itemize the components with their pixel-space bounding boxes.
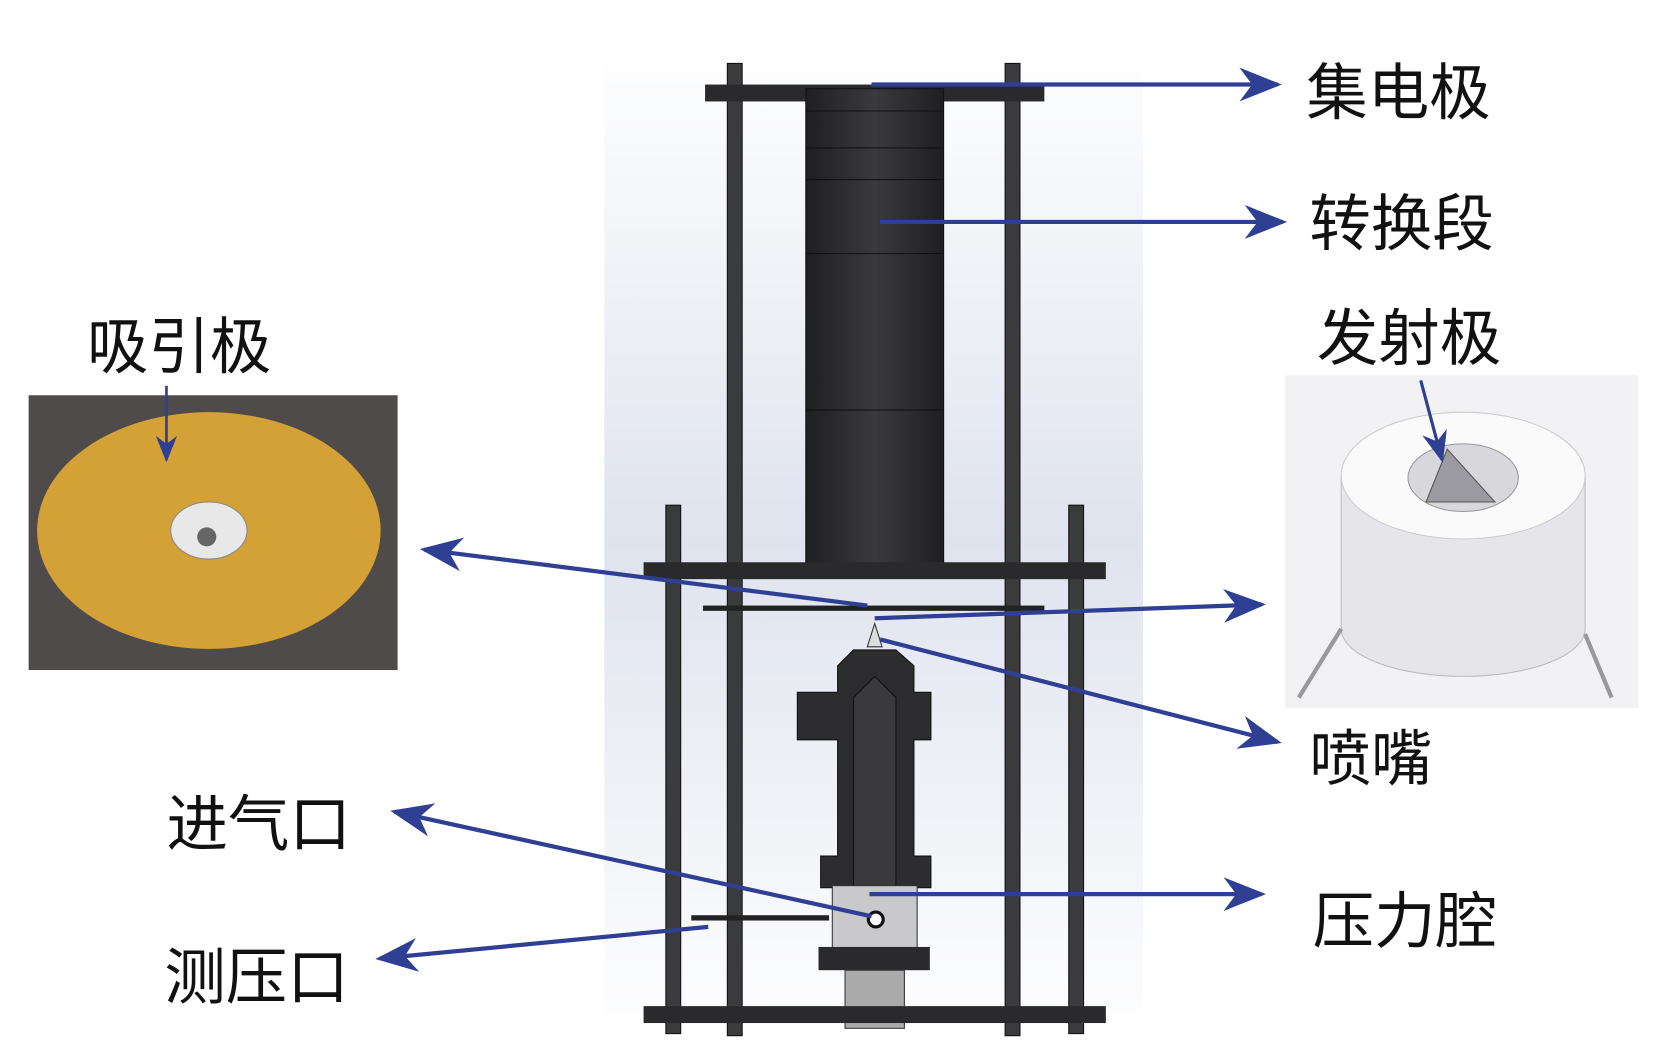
arrow-emitter	[1419, 380, 1447, 463]
extractor-plate	[702, 605, 1045, 611]
label-gas-inlet: 进气口	[166, 790, 350, 861]
label-conversion-section: 转换段	[1309, 189, 1493, 260]
arrow-extractor	[419, 537, 868, 608]
conversion-cylinder	[805, 88, 945, 565]
label-emitter: 发射极	[1317, 303, 1501, 374]
pressure-port-tube	[691, 915, 830, 921]
arrow-emitter-tip	[874, 588, 1266, 623]
arrow-nozzle	[879, 637, 1282, 749]
label-extractor: 吸引极	[87, 312, 271, 383]
support-rods	[665, 62, 1085, 1037]
gas-inlet-port	[866, 910, 885, 929]
middle-plate	[643, 562, 1106, 580]
label-nozzle: 喷嘴	[1309, 724, 1432, 795]
arrow-pressure-port	[375, 924, 709, 972]
label-pressure-port: 测压口	[164, 943, 348, 1014]
arrow-gas-inlet	[390, 803, 872, 919]
nozzle-tip	[866, 621, 883, 648]
bottom-plate	[643, 1006, 1106, 1024]
label-pressure-chamber: 压力腔	[1313, 887, 1497, 958]
leader-arrows	[155, 67, 1447, 972]
extractor-inset	[28, 395, 398, 671]
label-collector: 集电极	[1306, 58, 1490, 129]
emitter-inset	[1285, 375, 1639, 709]
